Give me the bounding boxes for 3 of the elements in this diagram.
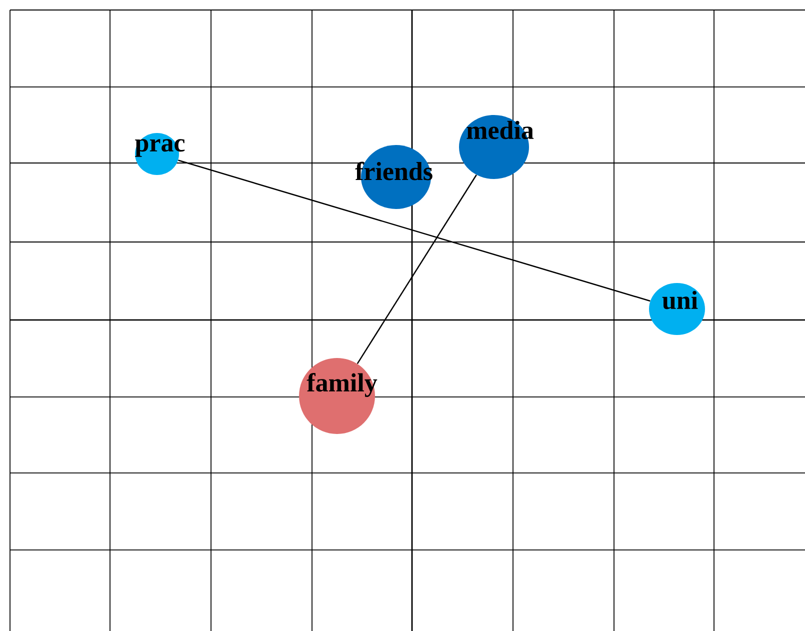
bubble: uni [649,283,705,335]
connector-line [178,160,650,302]
connector-line [356,174,477,364]
